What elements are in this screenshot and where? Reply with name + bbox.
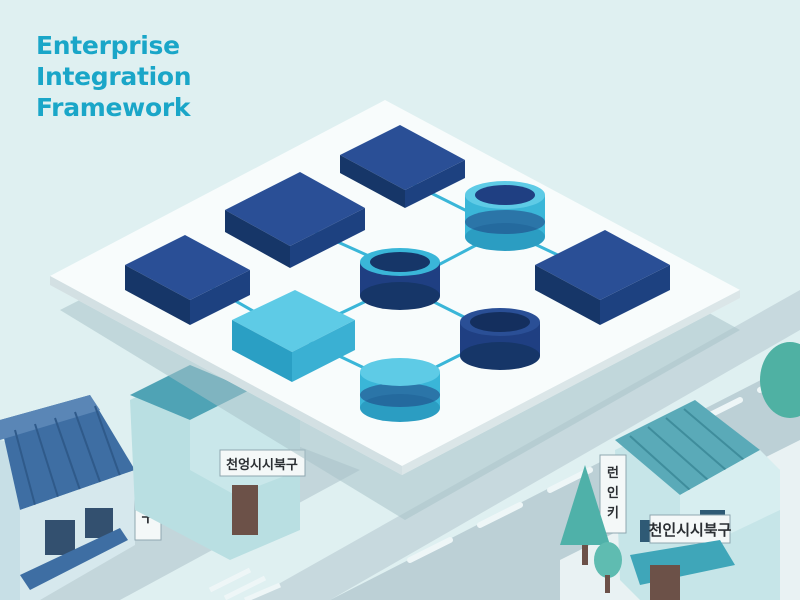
page-title: Enterprise Integration Framework: [36, 30, 192, 123]
navy-blocks: [125, 125, 670, 325]
cyan-cylinder-top: [465, 181, 545, 251]
sign-char: 인: [607, 485, 619, 501]
tree: [560, 465, 610, 545]
title-line: Framework: [36, 93, 191, 122]
navy-block: [535, 230, 670, 325]
sign-char: 런: [607, 466, 619, 481]
building-sign-right: [649, 514, 731, 544]
sign-char: 키: [607, 506, 619, 521]
navy-block: [340, 125, 465, 208]
cylinders: [360, 181, 545, 422]
sign-text: 천인시시북구: [649, 521, 732, 539]
navy-cylinder: [460, 308, 540, 370]
trees: [560, 342, 800, 593]
door: [232, 485, 258, 535]
tree: [760, 342, 800, 418]
navy-cylinder: [360, 248, 440, 310]
cyan-cylinder: [360, 358, 440, 422]
left-house: 천 영 구: [0, 395, 162, 600]
title-line: Integration: [36, 62, 192, 91]
navy-block: [125, 235, 250, 325]
building-sign-center: [219, 449, 306, 477]
awning: [20, 528, 128, 590]
navy-block: [225, 172, 365, 268]
title-line: Enterprise: [36, 31, 180, 60]
door: [650, 565, 680, 600]
tree: [594, 542, 622, 578]
vertical-sign-right: [599, 454, 627, 534]
crosswalk: [208, 567, 281, 600]
right-house: 천인시시북구 런 인 키: [599, 400, 780, 600]
window: [85, 508, 113, 538]
sign-text: 천엉시시북구: [226, 457, 298, 473]
window: [45, 520, 75, 555]
cyan-block: [232, 290, 355, 382]
